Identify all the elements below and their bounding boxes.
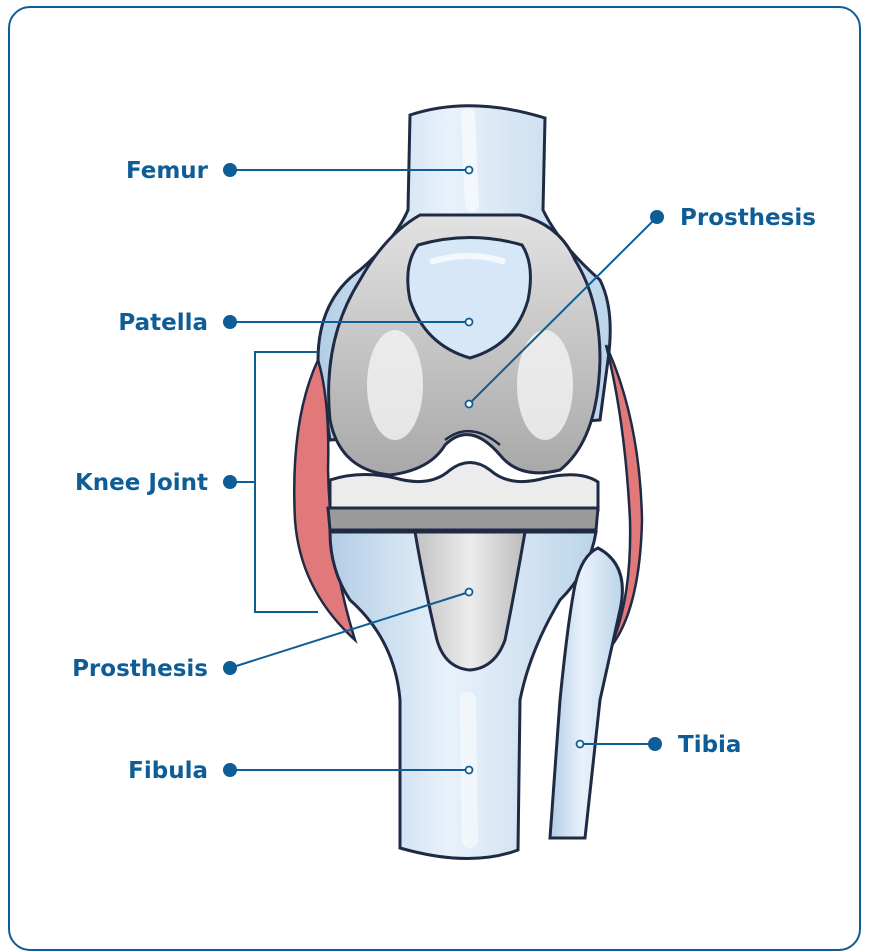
target-femur — [466, 167, 473, 174]
condyle-left-highlight — [367, 330, 423, 440]
target-tibia — [577, 741, 584, 748]
femur-shaft-highlight — [468, 115, 472, 205]
target-prosthesis-lower — [466, 589, 473, 596]
dot-fibula — [223, 763, 237, 777]
target-fibula — [466, 767, 473, 774]
tibial-tray — [328, 508, 598, 530]
target-prosthesis-upper — [466, 401, 473, 408]
label-fibula: Fibula — [128, 758, 208, 784]
dot-femur — [223, 163, 237, 177]
dot-patella — [223, 315, 237, 329]
target-patella — [466, 319, 473, 326]
label-femur: Femur — [126, 158, 209, 184]
label-prosthesis-lower: Prosthesis — [72, 656, 208, 682]
dot-knee-joint — [223, 475, 237, 489]
label-tibia: Tibia — [678, 732, 741, 758]
label-prosthesis-upper: Prosthesis — [680, 205, 816, 231]
label-knee-joint: Knee Joint — [75, 470, 208, 496]
dot-prosthesis-lower — [223, 661, 237, 675]
dot-tibia — [648, 737, 662, 751]
dot-prosthesis-upper — [650, 210, 664, 224]
label-patella: Patella — [118, 310, 208, 336]
